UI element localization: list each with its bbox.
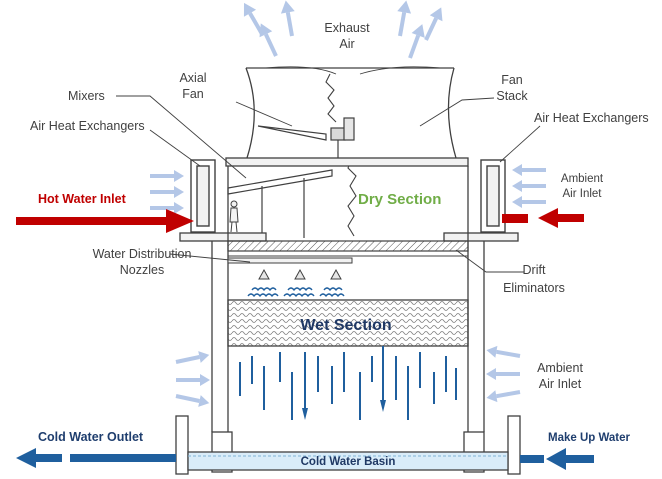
label-make-up-water: Make Up Water [548,432,631,444]
label-hot-water-inlet: Hot Water Inlet [38,192,127,206]
label-drift-eliminators: Drift Eliminators [503,263,565,295]
label-axial-fan: Axial Fan [179,71,206,101]
label-drift-eliminators-line1: Drift [523,263,546,277]
falling-water [239,352,457,420]
label-water-distribution-nozzles: Water Distribution Nozzles [93,247,192,277]
ambient-air-arrows-upper-right [512,164,546,208]
label-fan-stack-line2: Stack [496,89,528,103]
left-frame [179,166,267,432]
air-heat-exchanger-left [190,159,216,233]
label-ambient-air-inlet-bottom-line1: Ambient [537,361,583,375]
label-exhaust-air-line2: Air [339,37,354,51]
label-water-distribution-nozzles-line1: Water Distribution [93,247,192,261]
label-ambient-air-inlet-top-line1: Ambient [561,173,604,185]
label-air-heat-exchangers-left: Air Heat Exchangers [30,119,145,133]
cold-water-basin [187,451,509,471]
label-ambient-air-inlet-top: Ambient Air Inlet [561,173,604,200]
exhaust-air-arrows [243,0,443,59]
label-cold-water-outlet: Cold Water Outlet [38,430,144,444]
fan-stack [245,66,457,159]
label-fan-stack: Fan Stack [496,73,528,103]
hot-water-inlet-arrow-left [16,209,194,233]
ambient-air-arrows-upper-left [150,170,184,214]
label-ambient-air-inlet-top-line2: Air Inlet [563,188,603,200]
label-drift-eliminators-line2: Eliminators [503,281,565,295]
right-frame [443,166,519,432]
label-cold-water-basin: Cold Water Basin [301,456,396,468]
falling-water-arrows [302,346,386,420]
wet-section-fill [227,299,469,347]
label-ambient-air-inlet-bottom: Ambient Air Inlet [537,361,583,391]
label-air-heat-exchangers-right: Air Heat Exchangers [534,111,649,125]
label-wet-section: Wet Section [300,317,391,334]
mixer [227,169,333,238]
ambient-air-arrows-lower-left [175,351,210,407]
ambient-air-arrows-lower-right [486,345,521,403]
label-mixers: Mixers [68,89,105,103]
label-axial-fan-line1: Axial [179,71,206,85]
label-axial-fan-line2: Fan [182,87,204,101]
label-fan-stack-line1: Fan [501,73,523,87]
label-ambient-air-inlet-bottom-line2: Air Inlet [539,377,582,391]
air-flow-line [325,73,357,237]
water-distribution-nozzles [227,257,353,280]
cold-water-outlet-arrow [16,448,176,468]
person-icon [229,200,239,233]
label-water-distribution-nozzles-line2: Nozzles [120,263,164,277]
leader-lines [116,95,541,273]
water-spray [247,287,345,298]
label-exhaust-air-line1: Exhaust [324,21,370,35]
drift-eliminators [227,240,469,252]
label-dry-section: Dry Section [358,191,441,208]
air-heat-exchanger-right [480,159,506,233]
top-deck [225,157,469,167]
axial-fan [257,117,355,158]
hot-water-inlet-arrow-right [502,208,584,228]
label-exhaust-air: Exhaust Air [324,21,370,51]
make-up-water-arrow [520,448,594,470]
